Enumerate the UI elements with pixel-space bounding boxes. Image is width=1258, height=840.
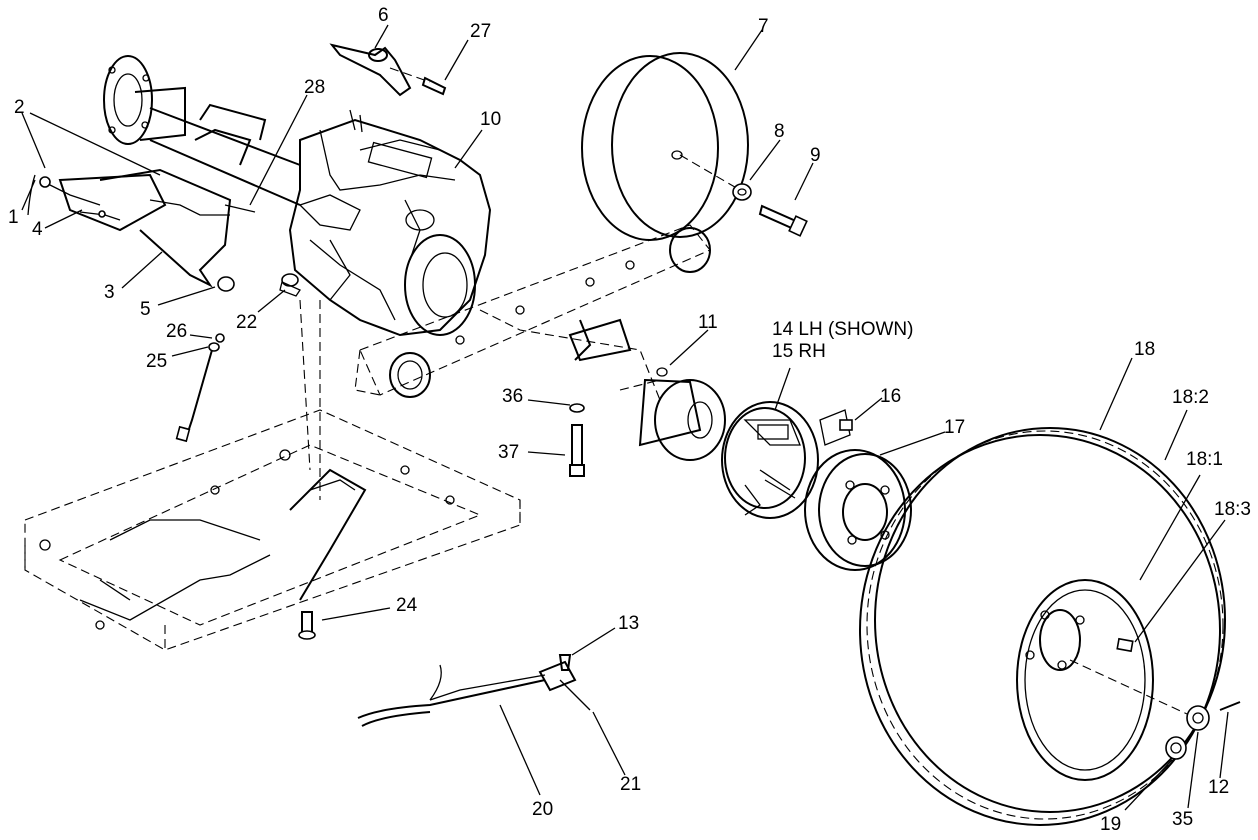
callout-9: 9 (810, 145, 821, 166)
leader-lines (21, 24, 1229, 811)
callout-21: 21 (620, 774, 642, 795)
axle-hub (568, 318, 726, 461)
axle-tube-assembly (103, 55, 301, 206)
callout-5: 5 (140, 299, 151, 320)
callout-2: 2 (14, 97, 25, 118)
brake-bracket (329, 43, 447, 97)
callout-19: 19 (1100, 814, 1122, 835)
stud-and-washer (569, 403, 585, 477)
callout-12: 12 (1208, 777, 1230, 798)
callout-4: 4 (32, 219, 43, 240)
callout-1: 1 (8, 207, 19, 228)
callout-22: 22 (236, 312, 258, 333)
callout-18-1: 18:1 (1186, 449, 1223, 470)
callout-26: 26 (166, 321, 188, 342)
callout-18: 18 (1134, 339, 1156, 360)
mower-frame (24, 299, 521, 651)
axle-bar (354, 224, 711, 401)
bolt-16 (819, 409, 853, 446)
callout-20: 20 (532, 799, 554, 820)
callout-11: 11 (698, 312, 718, 333)
bolt-24 (298, 611, 316, 640)
callout-3: 3 (104, 282, 115, 303)
callout-18-2: 18:2 (1172, 387, 1209, 408)
wheel-weight (581, 52, 808, 241)
callout-15: 15 RH (772, 341, 826, 362)
callout-37: 37 (498, 442, 520, 463)
callout-35: 35 (1172, 809, 1194, 830)
wheel-nuts (1165, 701, 1241, 760)
callout-25: 25 (146, 351, 168, 372)
callout-24: 24 (396, 595, 418, 616)
callout-14: 14 LH (SHOWN) (772, 319, 914, 340)
callout-16: 16 (880, 386, 902, 407)
callout-13: 13 (618, 613, 640, 634)
callout-36: 36 (502, 386, 524, 407)
tire-and-wheel (859, 427, 1226, 826)
callout-10: 10 (480, 109, 502, 130)
callout-7: 7 (758, 16, 769, 37)
brake-drum (804, 449, 912, 571)
callout-17: 17 (944, 417, 966, 438)
brake-assembly (721, 401, 819, 519)
brake-cable (357, 654, 591, 727)
adjuster-rod (175, 333, 225, 443)
callout-18-3: 18:3 (1214, 499, 1251, 520)
callout-8: 8 (774, 121, 785, 142)
callout-27: 27 (470, 21, 492, 42)
callout-28: 28 (304, 77, 326, 98)
callout-6: 6 (378, 5, 389, 26)
transaxle-housing (288, 109, 492, 337)
brake-linkage (27, 168, 301, 297)
